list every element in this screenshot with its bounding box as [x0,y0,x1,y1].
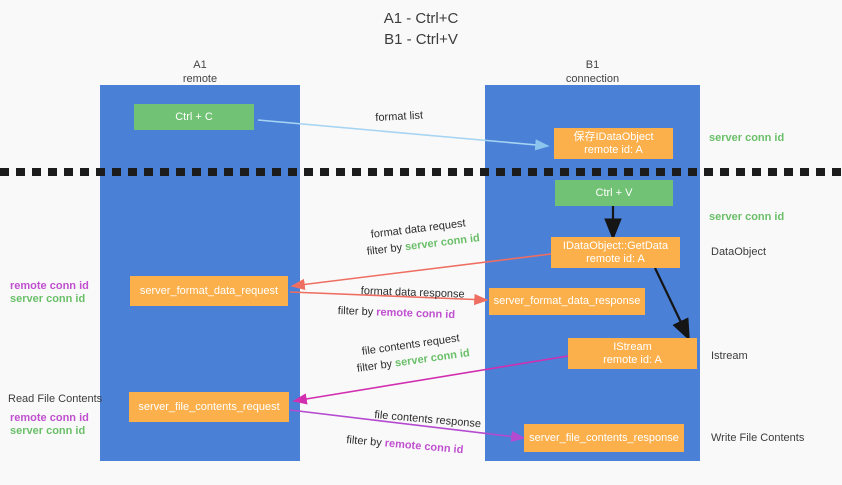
column-header-b1-name: B1 [585,59,600,71]
annotation-format-data-response: format data response [360,284,465,303]
annotation-filter-value: remote conn id [376,306,456,322]
label-remote-conn-id-2: remote conn id [10,412,89,424]
node-save-idataobject[interactable]: 保存IDataObject remote id: A [554,128,673,159]
label-server-conn-id-2: server conn id [10,425,86,437]
annotation-file-contents-response-text: file contents response [373,408,482,431]
column-header-a1-name: A1 [193,59,207,71]
annotation-filter-prefix: filter by [337,304,377,319]
label-istream: Istream [711,350,748,362]
column-header-a1-sub: remote [182,73,218,85]
annotation-file-contents-response-filter: filter by remote conn id [346,433,464,458]
label-dataobject: DataObject [711,246,767,258]
label-read-file-contents: Read File Contents [8,393,103,405]
annotation-format-list: format list [375,109,424,124]
label-server-conn-id-mid: server conn id [709,211,785,223]
annotation-filter-prefix: filter by [356,357,396,375]
label-server-conn-id-top: server conn id [709,132,785,144]
node-server-format-data-response[interactable]: server_format_data_response [489,288,645,315]
node-server-format-data-request[interactable]: server_format_data_request [130,276,288,306]
page-title-line-1: A1 - Ctrl+C [383,10,459,27]
node-ctrl-v[interactable]: Ctrl + V [555,180,673,206]
node-idataobject-getdata[interactable]: IDataObject::GetData remote id: A [551,237,680,268]
node-server-file-contents-response[interactable]: server_file_contents_response [524,424,684,452]
annotation-filter-prefix: filter by [345,433,386,450]
annotation-file-contents-response: file contents response [374,408,482,432]
node-istream[interactable]: IStream remote id: A [568,338,697,369]
label-server-conn-id-1: server conn id [10,293,86,305]
annotation-filter-value: remote conn id [384,437,464,457]
column-header-a1: A1 remote [100,58,300,86]
node-ctrl-c[interactable]: Ctrl + C [134,104,254,130]
label-remote-conn-id-1: remote conn id [10,280,89,292]
annotation-filter-prefix: filter by [366,241,406,258]
phase-divider [0,168,842,176]
page-title-line-2: B1 - Ctrl+V [384,31,458,48]
column-header-b1: B1 connection [485,58,700,86]
annotation-format-data-response-filter: filter by remote conn id [337,304,456,323]
node-server-file-contents-request[interactable]: server_file_contents_request [129,392,289,422]
column-header-b1-sub: connection [565,73,620,85]
annotation-format-data-response-text: format data response [360,284,465,301]
label-write-file-contents: Write File Contents [711,432,805,444]
